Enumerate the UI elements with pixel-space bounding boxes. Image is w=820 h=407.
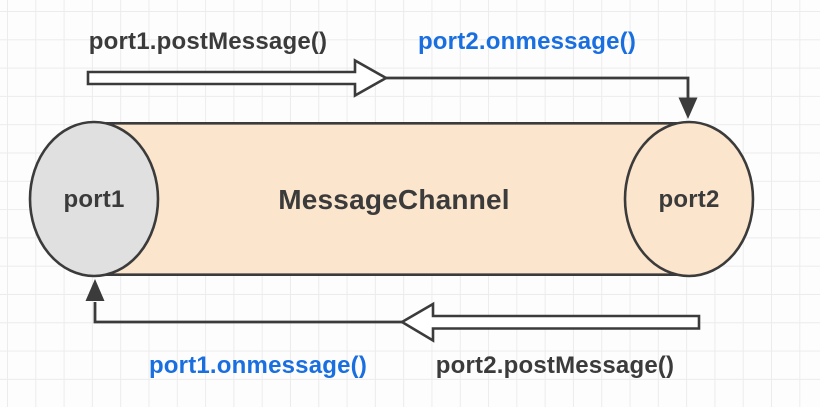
label-port1-onmessage: port1.onmessage() [148, 352, 368, 379]
label-port1-postmessage: port1.postMessage() [88, 28, 328, 55]
label-port2-onmessage: port2.onmessage() [417, 28, 637, 55]
onmessage-connector-top [386, 76, 698, 119]
port2-label: port2 [658, 186, 720, 213]
label-port2-postmessage: port2.postMessage() [435, 352, 675, 379]
onmessage-connector-bottom [85, 279, 402, 324]
port2-ellipse [623, 120, 755, 278]
port1-label: port1 [63, 186, 125, 213]
message-channel-cylinder [95, 122, 689, 276]
arrowhead-up-icon [85, 279, 105, 301]
onmessage-connector-bottom-line [93, 302, 402, 324]
cylinder-body-edges [95, 122, 689, 276]
message-channel-title: MessageChannel [278, 184, 510, 215]
port1-ellipse [28, 120, 160, 278]
arrowhead-down-icon [678, 97, 698, 119]
post-message-arrow-top [86, 58, 389, 98]
cylinder-body [95, 122, 689, 276]
onmessage-connector-top-line [386, 76, 690, 99]
post-message-arrow-bottom [399, 301, 701, 343]
